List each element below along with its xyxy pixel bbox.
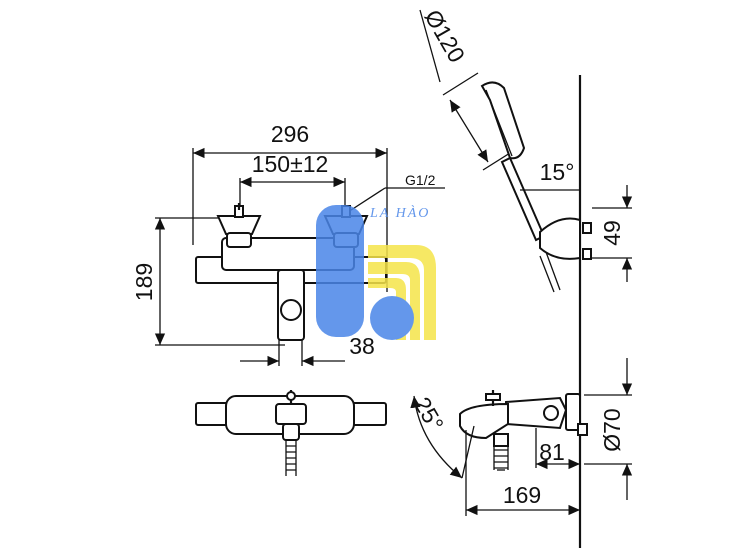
dim-projection: 169 [503,482,541,508]
side-view [419,9,633,548]
dim-height: 189 [131,263,157,301]
top-view [195,390,387,476]
dim-shower-angle: 15° [540,159,575,185]
dim-wall-offset: 81 [539,439,565,465]
dim-total-width: 296 [271,121,309,147]
dim-holder-height: 49 [599,220,625,246]
dim-flange-diameter: Ø70 [599,408,625,451]
dim-spout-width: 38 [349,333,375,359]
watermark-logo: LA HÀO [316,204,436,340]
watermark-text: LA HÀO [369,204,430,221]
label-inlet-thread: G1/2 [405,172,436,188]
dim-center-distance: 150±12 [252,151,329,177]
side-view-mixer [410,358,633,516]
dim-line-head [449,99,489,163]
